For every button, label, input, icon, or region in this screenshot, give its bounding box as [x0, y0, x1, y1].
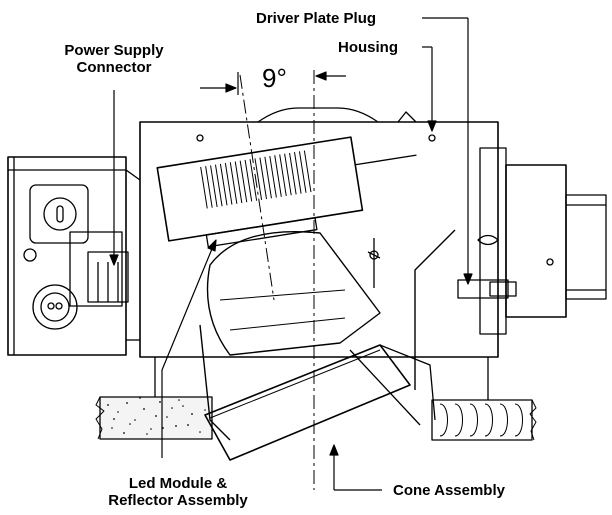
led-module-line1: Led Module &: [128, 475, 228, 492]
tilt-angle-label: 9°: [262, 63, 287, 93]
led-module: [156, 136, 417, 248]
ceiling-panel-right: [431, 399, 537, 441]
reflector: [199, 230, 381, 441]
power-supply-connector-line1: Power Supply: [64, 42, 164, 59]
spring-clip: [367, 229, 456, 390]
led-module-line2: Reflector Assembly: [108, 492, 248, 509]
cone-assembly-label: Cone Assembly: [393, 482, 505, 499]
driver-plate-plug-label: Driver Plate Plug: [256, 10, 377, 27]
power-supply-connector-label: Power Supply Connector: [48, 42, 180, 76]
led-module-reflector-label: Led Module & Reflector Assembly: [90, 475, 266, 509]
ceiling-panel-left: [95, 396, 213, 440]
leader-lines: [109, 17, 473, 491]
center-lines: [239, 70, 315, 490]
power-supply-connector-line2: Connector: [76, 59, 152, 76]
cone: [154, 344, 489, 461]
junction-box-left: [7, 156, 141, 356]
housing-label: Housing: [338, 39, 398, 56]
driver-box-right: [457, 147, 607, 335]
angle-dimension: [200, 71, 346, 95]
